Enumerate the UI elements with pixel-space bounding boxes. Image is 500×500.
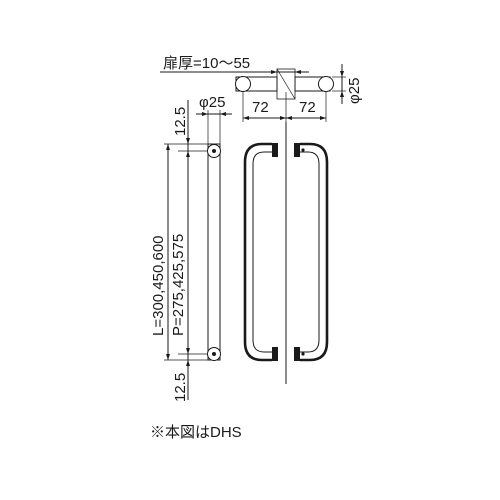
mount-block-bottom-left (272, 347, 278, 361)
door-thickness-label: 扉厚=10～55 (163, 55, 250, 72)
mount-block-top-left (272, 143, 278, 157)
offset-right-label: 72 (299, 99, 316, 116)
end-top-label: 12.5 (172, 107, 189, 136)
note-label: ※本図はDHS (150, 424, 242, 441)
end-bottom-label: 12.5 (172, 373, 189, 402)
mount-block-bottom-right (294, 347, 300, 361)
post-diameter-top-label: φ25 (199, 94, 225, 111)
handle-outer-right (300, 142, 329, 362)
length-label: L=300,450,600 (150, 235, 167, 336)
pitch-label: P=275,425,575 (170, 234, 187, 336)
top-view (160, 64, 346, 122)
front-view (243, 122, 329, 384)
handle-outer-left (243, 142, 272, 362)
offset-left-label: 72 (252, 99, 269, 116)
post-diameter-side-label: φ25 (346, 78, 363, 104)
side-view (164, 100, 232, 400)
mount-block-top-right (294, 143, 300, 157)
side-bar (207, 143, 221, 361)
